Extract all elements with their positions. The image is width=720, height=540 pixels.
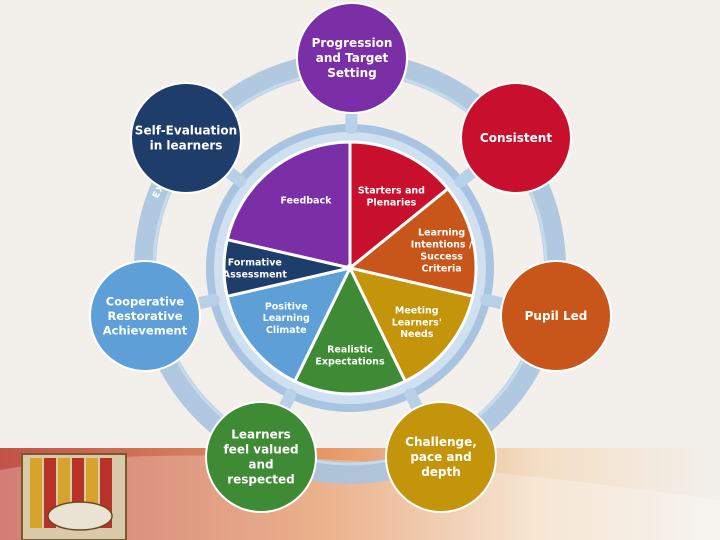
circle-learners-valued	[205, 401, 317, 513]
segment-starters	[348, 140, 451, 272]
circle-self-evaluation	[130, 82, 242, 194]
circle-label-pupil-led: Pupil Led	[525, 309, 588, 323]
wheel-hub	[346, 264, 354, 272]
segment-learning-intentions	[346, 186, 478, 299]
segment-meeting-needs	[347, 265, 475, 384]
circle-cooperative	[89, 260, 201, 372]
segment-feedback	[225, 140, 352, 270]
circle-label-consistent: Consistent	[480, 131, 552, 145]
circle-pupil-led	[500, 260, 612, 372]
school-crest	[21, 453, 127, 540]
segment-realistic-expectations	[292, 264, 408, 396]
circle-challenge	[385, 401, 497, 513]
segment-label-feedback: Feedback	[280, 195, 332, 206]
segment-formative-assessment	[222, 237, 351, 299]
circle-consistent	[460, 82, 572, 194]
circle-progression	[296, 2, 408, 114]
segment-positive-climate	[225, 265, 353, 384]
